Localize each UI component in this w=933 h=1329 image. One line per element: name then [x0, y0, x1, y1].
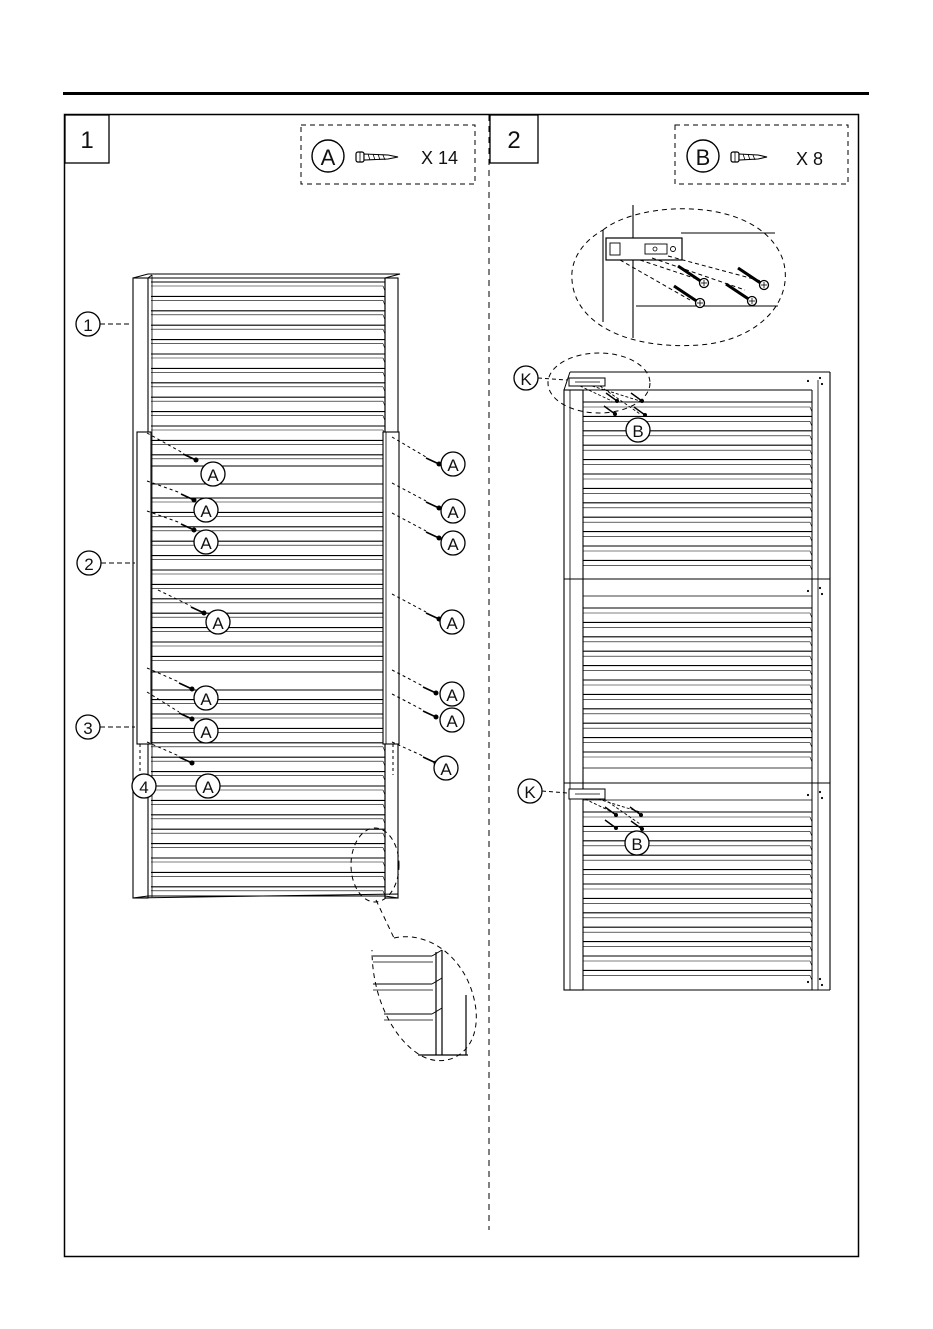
pilot-hole [819, 587, 821, 589]
screw-a-label: A [212, 614, 224, 633]
pilot-hole [821, 984, 823, 986]
screw-b-label: B [632, 422, 643, 441]
step-1-louvres [151, 282, 385, 896]
screw-icon [738, 268, 769, 290]
screw-icon [426, 613, 442, 622]
screw-a-label: A [446, 712, 458, 731]
header-rule [63, 92, 869, 95]
screw-icon [181, 524, 197, 533]
step-2-number-box: 2 [490, 115, 538, 163]
step-2-shutter [564, 372, 830, 990]
step-2-number: 2 [507, 127, 520, 154]
step-1-detail-callout [351, 828, 476, 1061]
svg-text:4: 4 [139, 778, 148, 797]
screw-icon [731, 152, 767, 162]
part-label-2: 2 [77, 551, 135, 575]
screw-a-label: A [200, 502, 212, 521]
screw-a-label: A [447, 535, 459, 554]
pilot-hole [819, 791, 821, 793]
hardware-b-letter: B [696, 145, 711, 170]
screw-icon [634, 407, 647, 417]
step-2-pilot-holes [807, 377, 823, 986]
hardware-box-a: A X 14 [301, 125, 475, 184]
screw-icon [726, 284, 757, 306]
step-2-bracket-detail [572, 205, 786, 346]
pilot-hole [807, 981, 809, 983]
pilot-hole [819, 978, 821, 980]
hardware-a-quantity: X 14 [421, 148, 458, 168]
part-label-3: 3 [76, 715, 135, 739]
pilot-hole [807, 380, 809, 382]
screw-icon [191, 607, 207, 616]
hardware-box-b: B X 8 [675, 125, 848, 184]
step-2-louvres [583, 402, 812, 980]
hardware-b-quantity: X 8 [796, 149, 823, 169]
step-1-shutter [133, 274, 400, 898]
part-label-4: 4 [132, 774, 156, 798]
screw-a-label: A [447, 456, 459, 475]
screw-a-label: A [200, 723, 212, 742]
screw-icon [423, 687, 439, 696]
screw-a-label: A [446, 614, 458, 633]
screw-a-label: A [446, 686, 458, 705]
pilot-hole [821, 383, 823, 385]
screw-icon [426, 458, 442, 467]
pilot-hole [821, 593, 823, 595]
step-1-number-box: 1 [65, 115, 109, 163]
screw-icon [356, 152, 398, 162]
pilot-hole [819, 377, 821, 379]
part-label-1: 1 [76, 312, 131, 336]
screw-icon [426, 502, 442, 511]
screw-a-label: A [207, 466, 219, 485]
step-1-number: 1 [80, 127, 93, 154]
screw-a-label: A [200, 534, 212, 553]
screw-icon [423, 711, 439, 720]
screw-a-label: A [440, 760, 452, 779]
screw-b-label: B [631, 835, 642, 854]
svg-text:2: 2 [84, 555, 93, 574]
screw-icon [426, 532, 442, 541]
pilot-hole [821, 797, 823, 799]
screw-a-label: A [202, 778, 214, 797]
svg-text:3: 3 [83, 719, 92, 738]
bracket-k-label: K [524, 783, 536, 802]
screw-icon [678, 266, 709, 288]
screw-a-label: A [447, 503, 459, 522]
screw-icon [605, 820, 618, 830]
bracket-k-label: K [520, 370, 532, 389]
svg-text:1: 1 [83, 316, 92, 335]
guide-line [158, 590, 191, 606]
pilot-hole [807, 590, 809, 592]
hardware-a-letter: A [321, 145, 336, 170]
screw-a-label: A [200, 690, 212, 709]
pilot-hole [807, 794, 809, 796]
screw-icon [674, 286, 705, 308]
